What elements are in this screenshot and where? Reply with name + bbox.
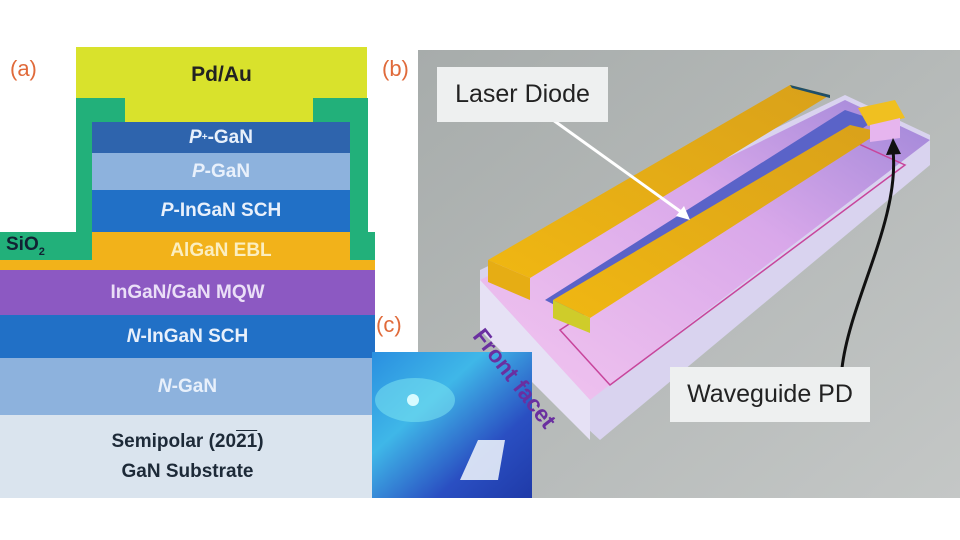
layer-p-plus-gan: P+-GaN	[92, 122, 350, 153]
sio2-text: SiO	[6, 234, 39, 255]
layer-text: -InGaN SCH	[140, 325, 249, 347]
layer-prefix: P	[189, 126, 202, 148]
layer-text: -InGaN SCH	[173, 200, 282, 221]
substrate-line1: Semipolar (2021)	[0, 427, 375, 457]
layer-sup: +	[201, 132, 208, 143]
layer-p-ingan-sch: P-InGaN SCH	[92, 190, 350, 232]
emission-spot	[407, 394, 419, 406]
layer-p-gan: P-GaN	[92, 153, 350, 190]
waveguide-pd-body	[870, 118, 900, 142]
layer-prefix: P	[160, 200, 174, 221]
layer-text: -GaN	[204, 160, 251, 182]
panel-c-label: (c)	[376, 312, 402, 337]
layer-prefix: N	[157, 375, 172, 397]
waveguide-pd-callout: Waveguide PD	[670, 367, 870, 422]
substrate-overline: 21	[236, 431, 258, 452]
layer-text: -GaN	[207, 126, 253, 148]
sio2-subscript: 2	[38, 245, 45, 258]
substrate-close: )	[257, 431, 264, 452]
layer-prefix: N	[126, 325, 141, 347]
p-contact-bar-left-front	[488, 260, 530, 300]
waveguide-pd-pad	[858, 100, 905, 126]
layer-text: AlGaN EBL	[170, 240, 272, 261]
substrate-orientation: Semipolar (20	[111, 431, 237, 452]
laser-diode-arrow	[552, 118, 685, 216]
substrate-line2: GaN Substrate	[121, 461, 254, 482]
sio2-label: SiO2	[6, 234, 45, 258]
p-contact-bar-right-front	[553, 300, 590, 333]
layer-prefix: P	[191, 160, 205, 182]
layer-algan-ebl: AlGaN EBL	[92, 232, 350, 270]
panel-b-label: (b)	[382, 56, 409, 81]
laser-diode-callout: Laser Diode	[437, 67, 608, 122]
layer-text: InGaN/GaN MQW	[110, 281, 265, 303]
p-contact-bar-left	[488, 85, 830, 278]
laser-diode-arrowhead	[676, 206, 690, 220]
waveguide-pd-arrowhead	[886, 138, 901, 155]
panel-a-label: (a)	[10, 56, 37, 81]
layer-n-ingan-sch: N-InGaN SCH	[0, 315, 375, 358]
pd-au-label: Pd/Au	[191, 62, 252, 86]
layer-mqw: InGaN/GaN MQW	[0, 270, 375, 315]
p-contact-bar-right	[553, 125, 880, 318]
sio2-right-pad	[350, 232, 375, 260]
layer-substrate: Semipolar (2021) GaN Substrate	[0, 415, 375, 498]
front-facet-face	[480, 280, 590, 440]
sio2-left-pad	[0, 232, 92, 260]
waveguide-pd-arrow	[840, 149, 896, 369]
emission-photo	[372, 352, 532, 498]
layer-n-gan: N-GaN	[0, 358, 375, 415]
probe-pad	[460, 440, 505, 480]
layer-text: -GaN	[171, 375, 218, 397]
platform-top	[480, 100, 930, 400]
pd-au-contact-opening	[125, 98, 313, 122]
